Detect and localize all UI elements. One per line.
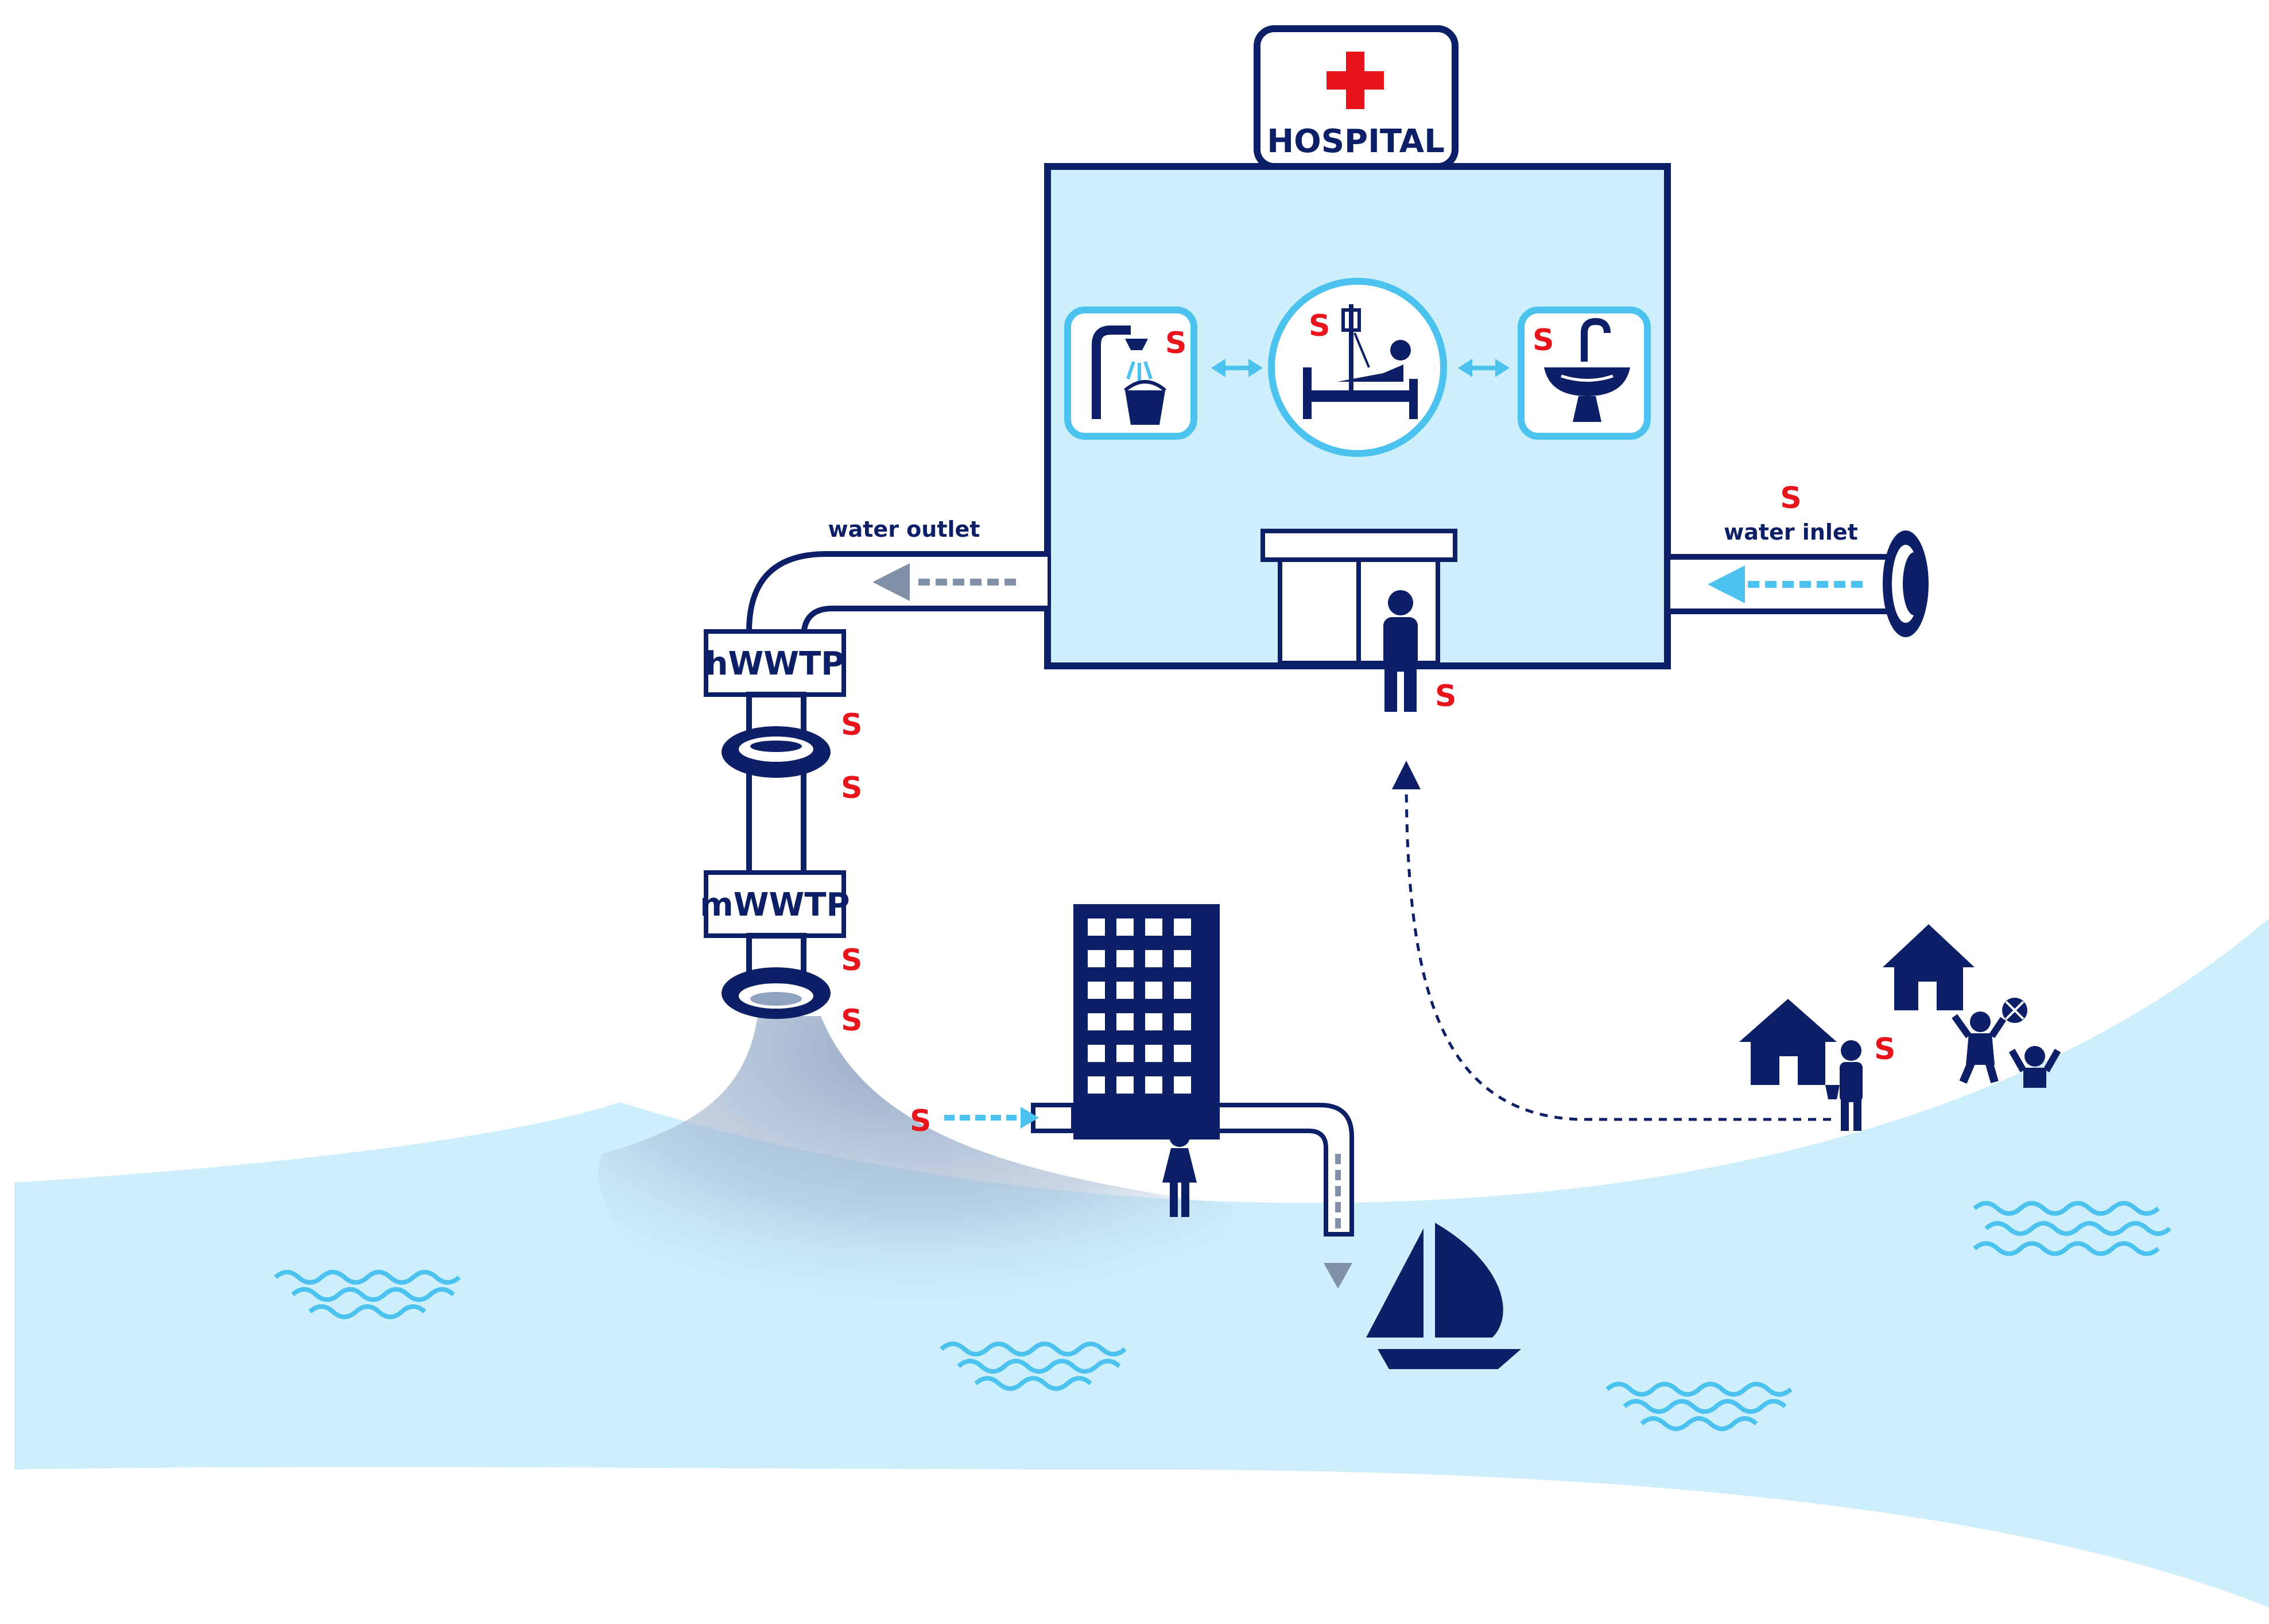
person-with-bucket-icon bbox=[1825, 1040, 1863, 1131]
hospital-entrance bbox=[1260, 529, 1457, 665]
sample-marker-hwwtp-1: S bbox=[841, 708, 862, 742]
vertical-drain-pipe bbox=[746, 692, 806, 893]
community-to-hospital-path bbox=[1392, 761, 1831, 1121]
patient-room bbox=[1268, 278, 1447, 457]
mwwtp-box bbox=[704, 870, 846, 938]
waves-group-2 bbox=[940, 1342, 1127, 1391]
hwwtp-sampling-ring-icon bbox=[722, 726, 831, 778]
waves-group-3 bbox=[1605, 1382, 1793, 1431]
red-cross-icon bbox=[1327, 52, 1384, 109]
mwwtp-label: mWWTP bbox=[700, 886, 850, 924]
office-building-icon bbox=[1073, 904, 1220, 1139]
effluent-plume bbox=[598, 1016, 1234, 1355]
water-inlet-label: water inlet bbox=[1724, 520, 1858, 545]
sample-marker-visitor: S bbox=[1435, 679, 1456, 714]
sink-icon bbox=[1544, 317, 1630, 422]
water-outlet-pipe bbox=[746, 551, 1048, 663]
hospital-building: HOSPITAL S S bbox=[1044, 25, 1671, 714]
sample-marker-patient: S bbox=[1309, 309, 1330, 343]
patient-bed-icon bbox=[1303, 304, 1418, 419]
sample-marker-building: S bbox=[910, 1104, 931, 1138]
house-icon-2 bbox=[1883, 924, 1975, 1010]
sample-marker-hwwtp-2: S bbox=[841, 771, 862, 805]
woman-figure-icon bbox=[1162, 1126, 1197, 1217]
child-waving-icon bbox=[2008, 1046, 2061, 1088]
water-inlet-pipe bbox=[1665, 530, 1929, 637]
hospital-sign-text: HOSPITAL bbox=[1267, 123, 1445, 160]
person-at-entrance-icon bbox=[1383, 590, 1418, 712]
ball-icon bbox=[2002, 998, 2027, 1023]
hwwtp-label: hWWTP bbox=[705, 645, 845, 683]
child-playing-icon bbox=[1952, 1011, 2006, 1084]
sample-marker-mwwtp-1: S bbox=[841, 943, 862, 978]
waves-group-1 bbox=[274, 1270, 461, 1319]
house-icon-1 bbox=[1739, 999, 1837, 1085]
double-arrow-right bbox=[1458, 359, 1510, 377]
sample-marker-mwwtp-2: S bbox=[841, 1003, 862, 1038]
mwwtp-sampling-ring-icon bbox=[722, 967, 831, 1019]
sample-marker-inlet: S bbox=[1780, 481, 1801, 516]
shower-bucket-icon bbox=[1092, 325, 1166, 425]
building-inlet-pipe bbox=[944, 1103, 1076, 1133]
sample-marker-sink: S bbox=[1533, 323, 1554, 358]
building-outlet-pipe bbox=[1220, 1103, 1354, 1289]
double-arrow-left bbox=[1211, 359, 1263, 377]
sample-marker-community: S bbox=[1874, 1032, 1895, 1067]
sample-marker-shower: S bbox=[1165, 326, 1186, 361]
waves-group-4 bbox=[1973, 1201, 2171, 1256]
water-outlet-label: water outlet bbox=[828, 517, 980, 542]
sailboat-icon bbox=[1366, 1223, 1521, 1369]
